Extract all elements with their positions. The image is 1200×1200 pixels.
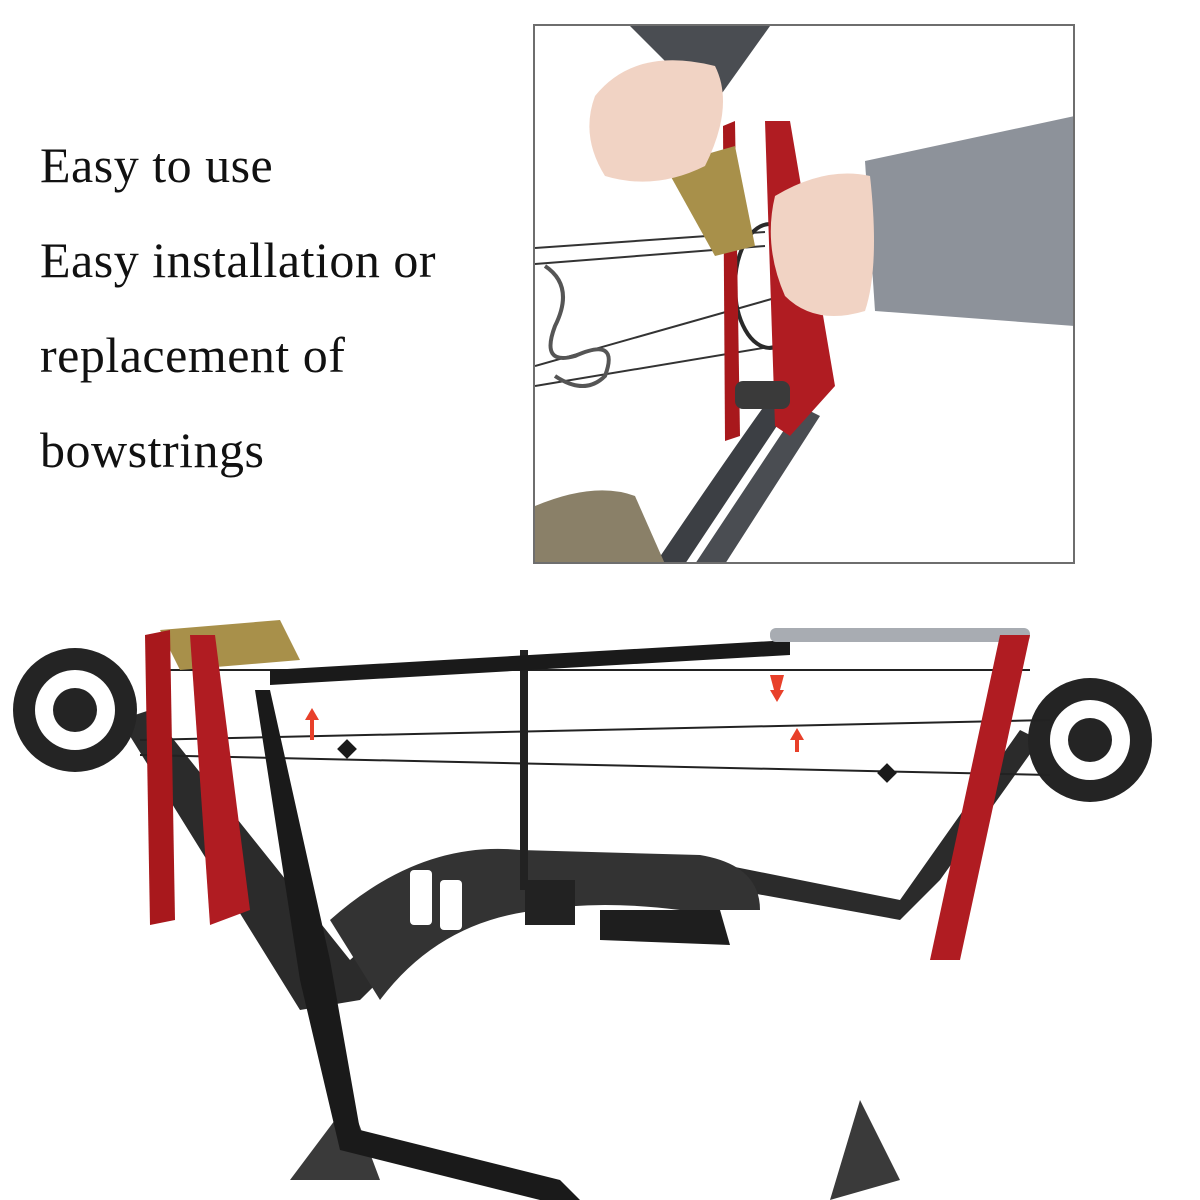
riser-camo: [535, 490, 665, 562]
left-hand: [589, 60, 723, 182]
grip: [600, 910, 730, 945]
right-sleeve: [865, 116, 1073, 326]
right-hand: [770, 173, 874, 316]
press-arm-left-back: [190, 635, 250, 925]
hanging-strap: [255, 690, 580, 1200]
feature-line-1: Easy to use: [40, 137, 274, 193]
feature-line-3: replacement of: [40, 327, 346, 383]
riser: [330, 848, 760, 1000]
left-sleeve: [630, 26, 770, 96]
press-arm-left-front: [145, 630, 175, 925]
arrow-up-icon-right: [790, 728, 804, 752]
turnbuckle: [770, 628, 1030, 642]
ratchet-main: [160, 620, 300, 670]
press-strap: [270, 640, 790, 685]
press-arm-right: [930, 635, 1030, 960]
arrow-up-icon-left: [305, 708, 319, 740]
feature-text: Easy to use Easy installation or replace…: [40, 118, 520, 498]
main-illustration: [13, 620, 1152, 1200]
feature-line-2: Easy installation or: [40, 232, 437, 288]
feature-line-4: bowstrings: [40, 422, 265, 478]
inset-illustration: [535, 26, 1073, 562]
main-photo-bow-in-press: [0, 580, 1200, 1200]
inset-photo-hands-using-press: [533, 24, 1075, 564]
string-keeper-arrows: [305, 675, 804, 752]
arrow-down-icon-right: [770, 675, 784, 702]
